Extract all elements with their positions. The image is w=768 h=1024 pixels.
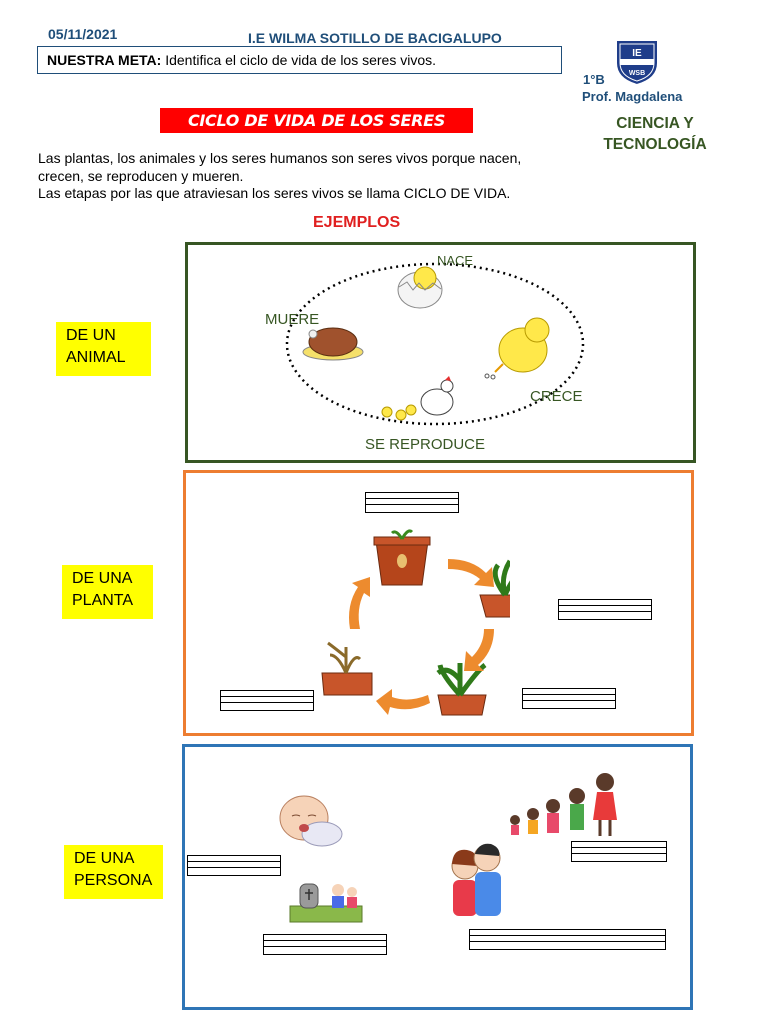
arrow-left-icon [376, 689, 430, 715]
goal-label: NUESTRA META: [47, 52, 162, 68]
plant-cycle-diagram [321, 529, 510, 716]
seed-pot-icon [373, 529, 431, 586]
animal-cycle-box [185, 242, 696, 463]
answer-lines-person-bottom-left[interactable] [263, 934, 387, 955]
answer-lines-person-right[interactable] [571, 841, 667, 862]
answer-lines-plant-right[interactable] [558, 599, 652, 620]
arrow-down-icon [464, 629, 494, 671]
answer-lines-person-left[interactable] [187, 855, 281, 876]
teacher: Prof. Magdalena [582, 89, 683, 104]
logo-text-bottom: WSB [629, 70, 645, 77]
cycle-dotted-path [285, 262, 585, 426]
withered-plant-pot-icon [321, 641, 373, 696]
children-growing-icon [510, 773, 617, 836]
cycle-arrows [349, 559, 494, 715]
person-label-line1: DE UNA [74, 850, 135, 867]
subject: CIENCIA Y TECNOLOGÍA [590, 113, 720, 155]
couple-icon [451, 843, 501, 916]
goal-text: Identifica el ciclo de vida de los seres… [161, 52, 437, 68]
grade: 1°B [583, 72, 605, 87]
growing-chick-icon [484, 317, 550, 380]
baby-icon [279, 795, 343, 847]
person-cycle-box [182, 744, 693, 1010]
animal-label-line2: ANIMAL [66, 349, 126, 366]
plant-label-line2: PLANTA [72, 592, 134, 609]
answer-lines-plant-top[interactable] [365, 492, 459, 513]
stage-born: NACE [437, 253, 473, 268]
plant-label-line1: DE UNA [72, 570, 133, 587]
goal-box: NUESTRA META: Identifica el ciclo de vid… [37, 46, 562, 74]
intro-line3: Las etapas por las que atraviesan los se… [38, 185, 511, 201]
subject-line1: CIENCIA Y [616, 115, 694, 132]
grave-icon [289, 883, 363, 923]
grown-plant-pot-icon [436, 662, 487, 716]
intro-line2: crecen, se reproducen y mueren. [38, 167, 244, 184]
school-name: I.E WILMA SOTILLO DE BACIGALUPO [248, 30, 502, 46]
person-label: DE UNA PERSONA [64, 845, 163, 899]
intro-paragraph: Las plantas, los animales y los seres hu… [38, 150, 598, 203]
date: 05/11/2021 [48, 26, 118, 42]
answer-lines-plant-left[interactable] [220, 690, 314, 711]
stage-reproduces: SE REPRODUCE [365, 436, 485, 453]
animal-label-line1: DE UN [66, 327, 116, 344]
answer-lines-person-bottom-right[interactable] [469, 929, 666, 950]
answer-lines-plant-bottom-right[interactable] [522, 688, 616, 709]
subject-line2: TECNOLOGÍA [603, 136, 707, 153]
plant-cycle-box [183, 470, 694, 736]
animal-label: DE UN ANIMAL [56, 322, 151, 376]
logo-text-top: IE [632, 48, 642, 59]
intro-line1: Las plantas, los animales y los seres hu… [38, 150, 522, 166]
school-logo: IE WSB [612, 37, 662, 87]
arrow-right-icon [448, 559, 494, 587]
animal-cycle-diagram: NACE MUERE CRECE SE REPRODUCE [265, 253, 585, 453]
roasted-chicken-icon [302, 327, 364, 361]
stage-dies: MUERE [265, 311, 319, 328]
arrow-up-icon [349, 577, 370, 629]
hatching-chick-icon [397, 266, 443, 309]
plant-label: DE UNA PLANTA [62, 565, 153, 619]
person-label-line2: PERSONA [74, 872, 153, 889]
page-title: CICLO DE VIDA DE LOS SERES VIVOS [160, 108, 473, 155]
seedling-pot-icon [479, 559, 510, 618]
hen-with-chicks-icon [381, 376, 454, 421]
examples-heading: EJEMPLOS [313, 214, 401, 231]
stage-grows: CRECE [530, 388, 583, 405]
